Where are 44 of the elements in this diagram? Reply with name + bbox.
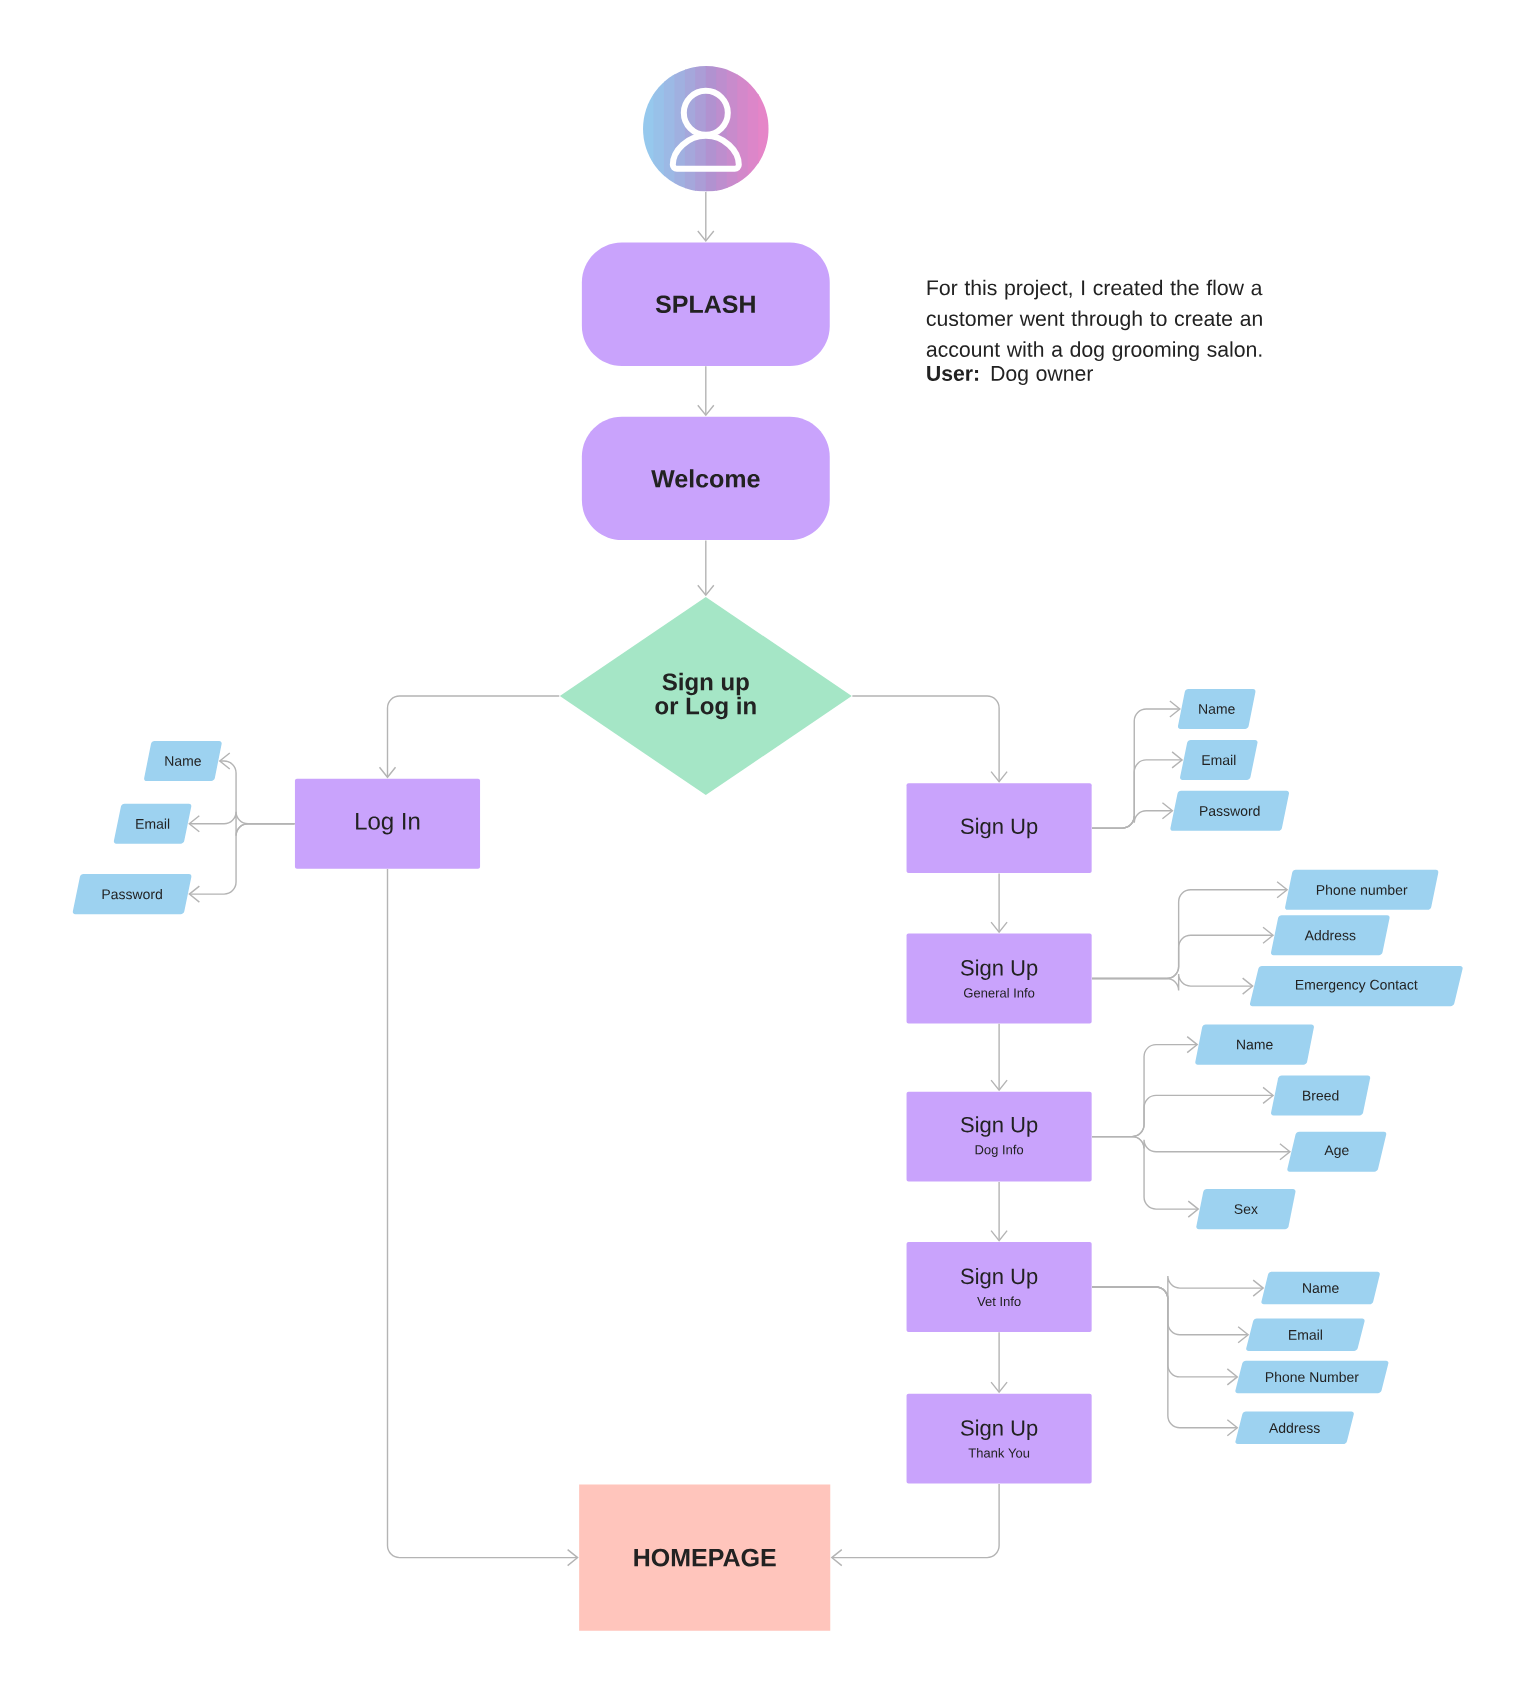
arrow bbox=[697, 191, 715, 243]
arrow bbox=[188, 823, 296, 903]
screen-box: HOMEPAGE bbox=[579, 1484, 831, 1631]
screen-box: SPLASH bbox=[581, 242, 830, 366]
arrow bbox=[990, 1331, 1008, 1394]
note-text: For this project, I created the flow a customer went through to create an account with a dog grooming salon. User: Dog owner bbox=[926, 279, 1263, 386]
input-parallelogram: Email bbox=[1180, 739, 1258, 780]
input-parallelogram: Emergency Contact bbox=[1250, 966, 1463, 1007]
arrow bbox=[697, 539, 715, 597]
screen-box: Sign Up Vet Info bbox=[906, 1242, 1092, 1332]
arrow bbox=[1091, 1135, 1200, 1218]
input-parallelogram: Phone number bbox=[1285, 869, 1439, 910]
screen-box: Sign Up Thank You bbox=[906, 1393, 1092, 1484]
arrow bbox=[851, 695, 1008, 783]
arrow bbox=[386, 868, 579, 1567]
arrow bbox=[990, 1023, 1008, 1092]
input-parallelogram: Name bbox=[1177, 689, 1256, 730]
input-parallelogram: Breed bbox=[1271, 1075, 1371, 1116]
input-parallelogram: Name bbox=[1195, 1024, 1314, 1065]
input-parallelogram: Password bbox=[72, 874, 192, 915]
input-parallelogram: Address bbox=[1235, 1411, 1354, 1445]
input-parallelogram: Password bbox=[1170, 790, 1289, 831]
user-avatar bbox=[643, 66, 769, 192]
input-parallelogram: Phone Number bbox=[1235, 1360, 1389, 1394]
arrow bbox=[1091, 802, 1174, 829]
input-parallelogram: Age bbox=[1287, 1131, 1387, 1172]
input-parallelogram: Email bbox=[1246, 1318, 1365, 1351]
arrow bbox=[990, 872, 1008, 934]
arrow bbox=[1091, 973, 1254, 995]
input-parallelogram: Sex bbox=[1196, 1189, 1296, 1230]
arrow bbox=[830, 1483, 1000, 1567]
screen-box: Sign Up General Info bbox=[906, 933, 1092, 1024]
screen-box: Sign Up Dog Info bbox=[906, 1091, 1092, 1182]
input-parallelogram: Email bbox=[113, 803, 192, 844]
input-parallelogram: Name bbox=[1261, 1271, 1380, 1305]
screen-box: Log In bbox=[294, 778, 481, 869]
arrow bbox=[697, 365, 715, 417]
screen-box: Sign Up bbox=[906, 783, 1092, 874]
arrow bbox=[1091, 1286, 1239, 1437]
screen-box: Welcome bbox=[581, 416, 830, 541]
input-parallelogram: Address bbox=[1271, 915, 1390, 956]
arrow bbox=[378, 695, 560, 779]
arrow bbox=[990, 1181, 1008, 1242]
input-parallelogram: Name bbox=[144, 741, 222, 782]
